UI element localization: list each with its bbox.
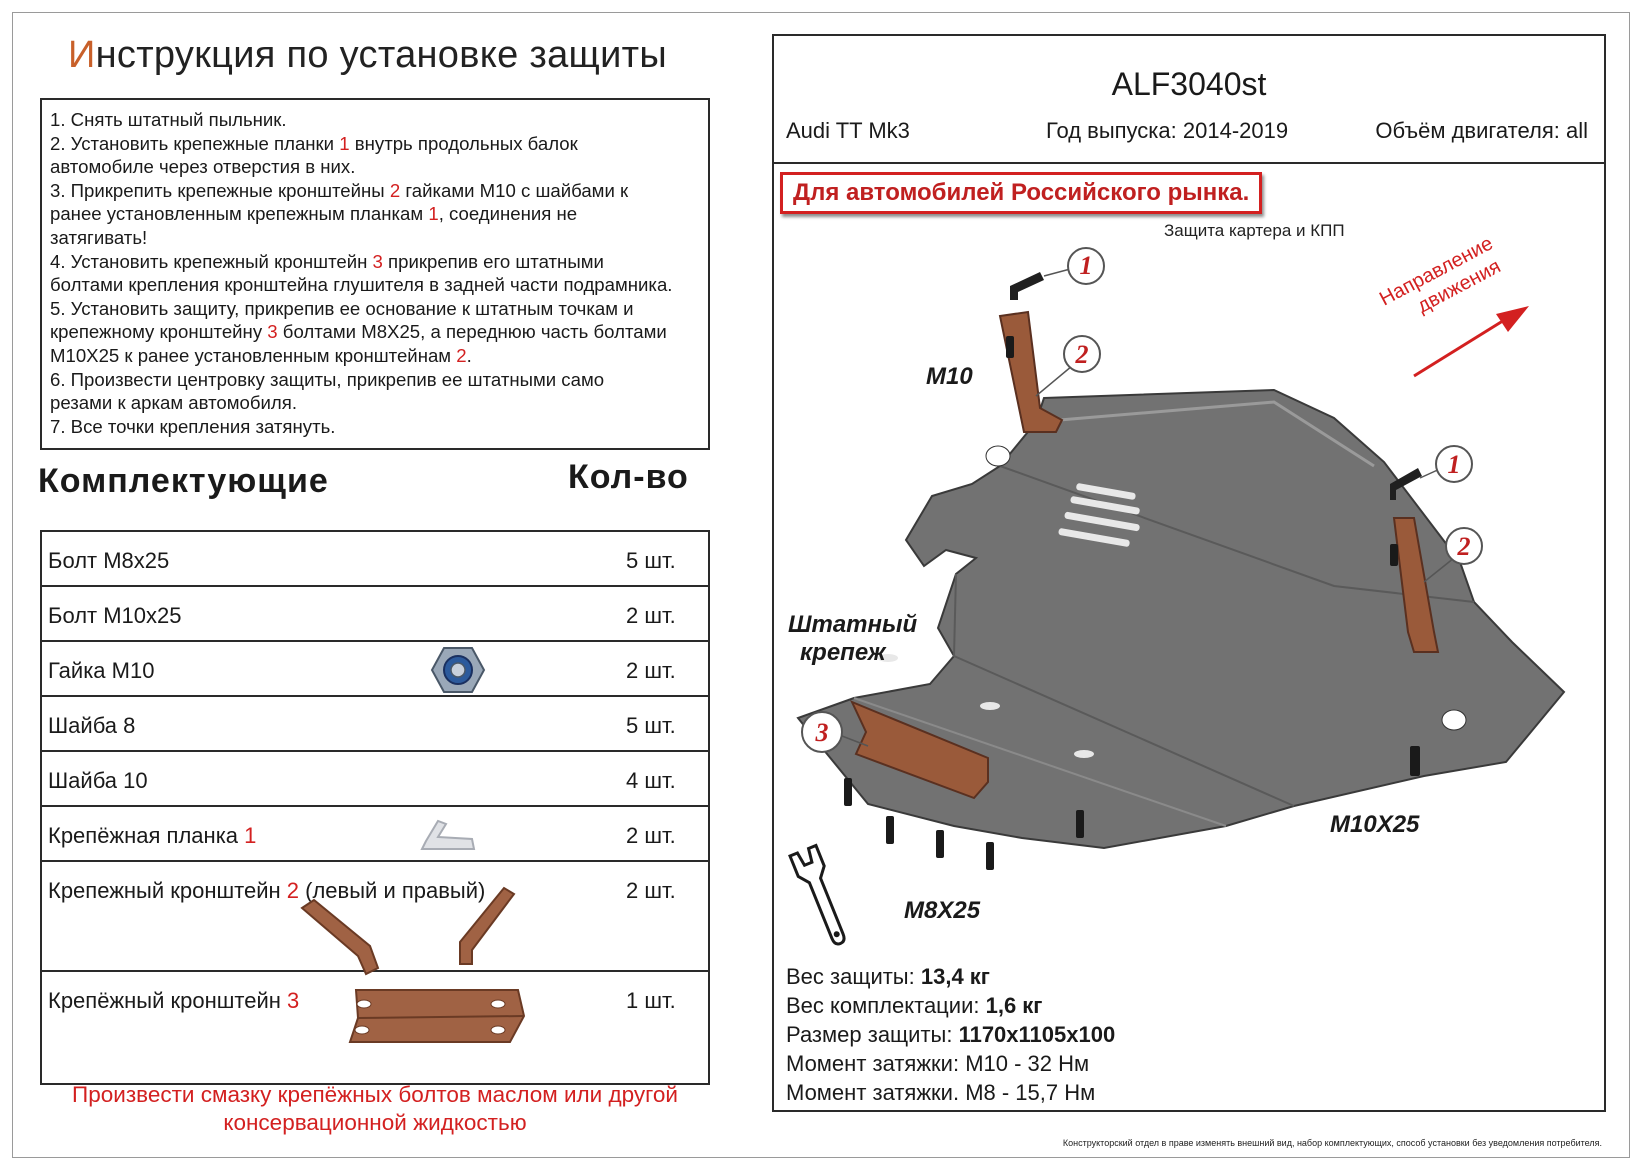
wrench-icon (788, 843, 846, 946)
svg-text:2: 2 (1457, 532, 1471, 561)
part-qty: 2 шт. (626, 603, 676, 628)
nut-icon (430, 647, 486, 693)
note-line: консервационной жидкостью (223, 1110, 527, 1135)
instruction-line: затягивать! (50, 226, 148, 248)
bracket-3 (850, 700, 989, 800)
mounting-plate-icon (420, 819, 476, 850)
title-rest: нструкция по установке защиты (95, 34, 667, 76)
year-range: Год выпуска: 2014-2019 (1046, 118, 1289, 143)
svg-text:1: 1 (1080, 251, 1093, 280)
page-frame (12, 12, 1630, 1158)
instruction-line: ранее установленным крепежным планкам 1,… (50, 203, 578, 225)
part-qty: 2 шт. (626, 878, 676, 903)
disclaimer-footer: Конструкторский отдел в праве изменять в… (1062, 1138, 1602, 1148)
installation-drawing: Защита картера и КПП Направление движени… (788, 221, 1566, 946)
part-qty: 4 шт. (626, 768, 676, 793)
rear-bracket-icon (348, 989, 526, 1043)
direction-arrow-line (1413, 312, 1515, 378)
instruction-line: 3. Прикрепить крепежные кронштейны 2 гай… (50, 179, 629, 201)
callout-3: 3 (801, 711, 869, 753)
lubrication-note: Произвести смазку крепёжных болтов масло… (40, 1081, 710, 1137)
table-row: Шайба 8 5 шт. (42, 697, 708, 752)
instruction-line: болтами крепления кронштейна глушителя в… (50, 274, 673, 296)
parts-table: Болт М8х25 5 шт. Болт М10х25 2 шт. Гайка… (40, 530, 710, 1085)
callout-1-right: 1 (1419, 445, 1473, 483)
table-row: Крепёжный кронштейн 3 1 шт. (42, 972, 708, 1084)
instructions-box: 1. Снять штатный пыльник.2. Установить к… (40, 98, 710, 450)
table-row: Болт М8х25 5 шт. (42, 532, 708, 587)
instruction-line: резами к аркам автомобиля. (50, 392, 297, 414)
table-row: Гайка М10 2 шт. (42, 642, 708, 697)
part-name: Гайка М10 (48, 658, 155, 683)
table-row: Шайба 10 4 шт. (42, 752, 708, 807)
svg-text:2: 2 (1075, 340, 1089, 369)
instruction-line: 1. Снять штатный пыльник. (50, 109, 287, 130)
plate-1-left (1010, 272, 1044, 300)
spec-size: Размер защиты: 1170x1105x100 (786, 1022, 1116, 1047)
part-qty: 1 шт. (626, 988, 676, 1013)
product-header: ALF3040st Audi TT Mk3 Год выпуска: 2014-… (774, 36, 1604, 164)
russian-market-badge: Для автомобилей Российского рынка. (780, 172, 1263, 214)
part-name: Шайба 8 (48, 713, 136, 738)
title-first-letter: И (68, 34, 96, 76)
table-row: Крепежный кронштейн 2 (левый и правый) 2… (42, 862, 708, 976)
instruction-line: 6. Произвести центровку защиты, прикрепи… (50, 368, 605, 390)
table-row: Крепёжная планка 1 2 шт. (42, 807, 708, 862)
part-qty: 2 шт. (626, 823, 676, 848)
m10x25-label: M10X25 (1330, 811, 1420, 838)
part-qty: 2 шт. (626, 658, 676, 683)
callout-2-left: 2 (1035, 335, 1101, 397)
car-model: Audi TT Mk3 (786, 118, 910, 143)
bracket-2-right (1392, 517, 1440, 653)
m8x25-label: M8X25 (904, 897, 981, 924)
spec-torque-m10: Момент затяжки: М10 - 32 Нм (786, 1051, 1090, 1076)
spec-weight: Вес защиты: 13,4 кг (786, 964, 990, 989)
instruction-line: автомобиле через отверстия в них. (50, 156, 356, 178)
drawing-caption: Защита картера и КПП (1164, 221, 1345, 240)
parts-heading: Комплектующие (38, 462, 329, 500)
plate-1-right (1390, 468, 1422, 500)
direction-arrow-icon (1496, 306, 1529, 332)
spec-kit-weight: Вес комплектации: 1,6 кг (786, 993, 1043, 1018)
direction-label: Направление движения (1376, 232, 1504, 317)
svg-text:1: 1 (1448, 450, 1461, 479)
stock-fastener-label-2: крепеж (800, 639, 887, 666)
bracket-2-left (998, 310, 1064, 433)
specs-list: Вес защиты: 13,4 кг Вес комплектации: 1,… (786, 962, 1115, 1107)
instruction-line: 4. Установить крепежный кронштейн 3 прик… (50, 250, 604, 272)
instruction-line: 5. Установить защиту, прикрепив ее основ… (50, 297, 634, 319)
instruction-line: 2. Установить крепежные планки 1 внутрь … (50, 132, 578, 154)
instruction-line: 7. Все точки крепления затянуть. (50, 415, 336, 437)
part-name: Крепёжный кронштейн 3 (48, 988, 300, 1013)
engine-volume: Объём двигателя: all (1375, 118, 1588, 143)
part-name: Крепёжная планка 1 (48, 823, 257, 848)
callout-2-right: 2 (1423, 527, 1483, 583)
part-name: Крепежный кронштейн 2 (левый и правый) (48, 878, 486, 903)
instruction-line: крепежному кронштейну 3 болтами М8Х25, а… (50, 321, 667, 343)
stock-fastener-label-1: Штатный (788, 611, 918, 638)
callout-1-left: 1 (1043, 247, 1105, 285)
instruction-line: М10Х25 к ранее установленным кронштейнам… (50, 344, 472, 366)
bolts-group (844, 336, 1420, 870)
svg-text:3: 3 (815, 718, 829, 747)
part-name: Болт М10х25 (48, 603, 182, 628)
part-name: Шайба 10 (48, 768, 148, 793)
m10-label: M10 (926, 363, 973, 390)
table-row: Болт М10х25 2 шт. (42, 587, 708, 642)
part-qty: 5 шт. (626, 548, 676, 573)
product-panel: ALF3040st Audi TT Mk3 Год выпуска: 2014-… (772, 34, 1606, 1112)
part-name: Болт М8х25 (48, 548, 170, 573)
part-qty: 5 шт. (626, 713, 676, 738)
note-line: Произвести смазку крепёжных болтов масло… (72, 1082, 678, 1107)
page-title: Инструкция по установке защиты (68, 34, 667, 77)
quantity-heading: Кол-во (568, 458, 689, 496)
article-number: ALF3040st (1111, 66, 1267, 102)
bracket-pair-icon (300, 886, 516, 976)
spec-torque-m8: Момент затяжки. М8 - 15,7 Нм (786, 1080, 1096, 1105)
